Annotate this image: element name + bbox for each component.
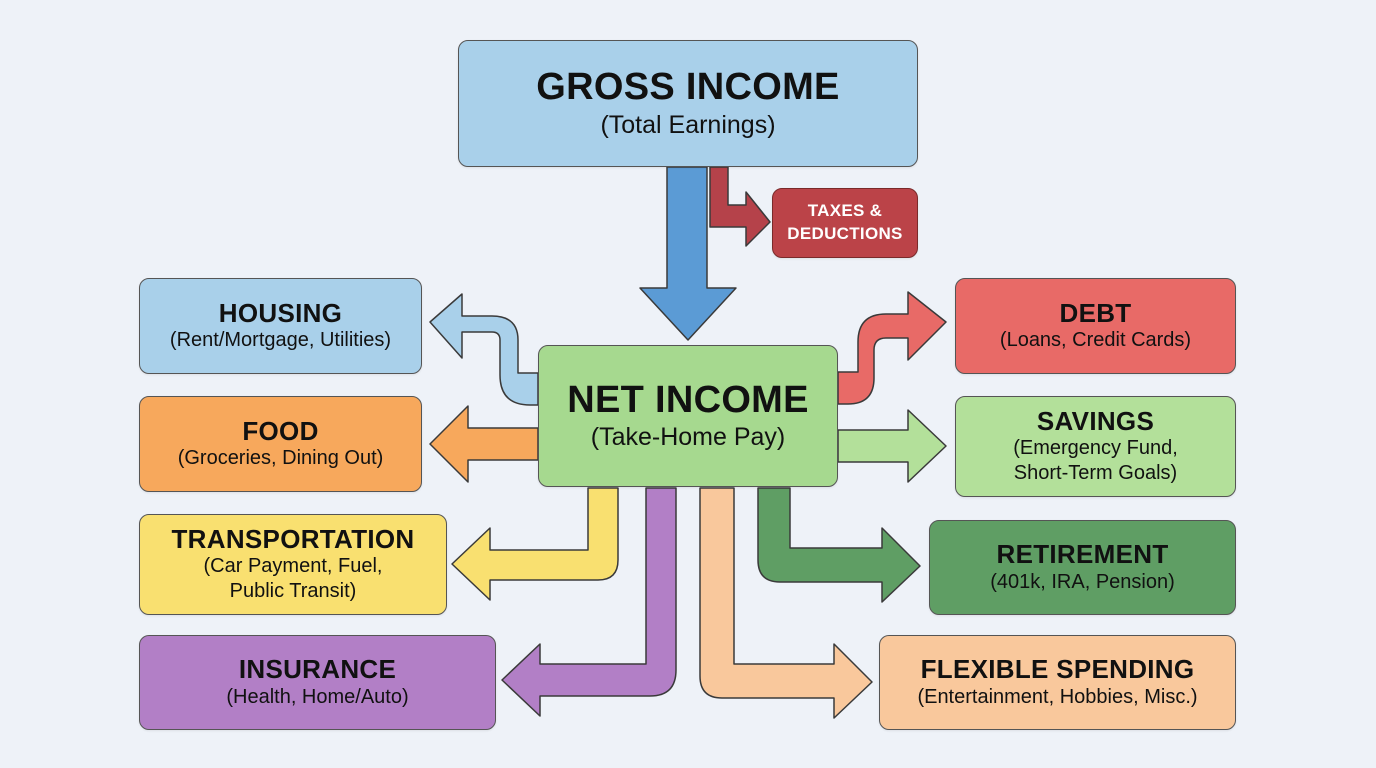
debt-box: DEBT (Loans, Credit Cards) [955,278,1236,374]
debt-title: DEBT [1059,297,1132,328]
retirement-title: RETIREMENT [996,539,1169,570]
arrow-net-to-insurance [501,487,677,717]
food-box: FOOD (Groceries, Dining Out) [139,396,422,492]
savings-box: SAVINGS (Emergency Fund, Short-Term Goal… [955,396,1236,497]
flexible-spending-title: FLEXIBLE SPENDING [920,654,1195,685]
arrow-gross-to-net [639,166,737,341]
savings-subtitle: (Emergency Fund, Short-Term Goals) [1013,437,1178,485]
arrow-net-to-transportation [451,487,619,601]
debt-subtitle: (Loans, Credit Cards) [999,329,1192,352]
gross-income-subtitle: (Total Earnings) [600,110,776,139]
arrow-net-to-flexible [699,487,873,719]
transportation-box: TRANSPORTATION (Car Payment, Fuel, Publi… [139,514,447,615]
retirement-box: RETIREMENT (401k, IRA, Pension) [929,520,1236,615]
housing-box: HOUSING (Rent/Mortgage, Utilities) [139,278,422,374]
arrow-net-to-food [429,405,539,483]
arrow-net-to-retirement [757,487,921,603]
retirement-subtitle: (401k, IRA, Pension) [990,570,1175,593]
housing-title: HOUSING [218,297,343,328]
net-income-title: NET INCOME [567,378,809,421]
food-title: FOOD [242,415,319,446]
arrow-net-to-housing [429,293,539,406]
net-income-box: NET INCOME (Take-Home Pay) [538,345,838,487]
net-income-subtitle: (Take-Home Pay) [590,423,786,452]
insurance-subtitle: (Health, Home/Auto) [226,685,409,708]
gross-income-title: GROSS INCOME [536,66,840,109]
flexible-spending-box: FLEXIBLE SPENDING (Entertainment, Hobbie… [879,635,1236,730]
taxes-deductions-title: TAXES & DEDUCTIONS [787,201,903,243]
taxes-deductions-box: TAXES & DEDUCTIONS [772,188,918,258]
arrow-net-to-debt [837,291,947,405]
arrow-gross-to-taxes [709,166,771,247]
food-subtitle: (Groceries, Dining Out) [177,447,384,470]
arrow-net-to-savings [837,409,947,483]
housing-subtitle: (Rent/Mortgage, Utilities) [169,329,392,352]
gross-income-box: GROSS INCOME (Total Earnings) [458,40,918,167]
flexible-spending-subtitle: (Entertainment, Hobbies, Misc.) [917,685,1198,708]
insurance-box: INSURANCE (Health, Home/Auto) [139,635,496,730]
transportation-title: TRANSPORTATION [171,523,415,554]
insurance-title: INSURANCE [238,654,397,685]
savings-title: SAVINGS [1036,405,1155,436]
transportation-subtitle: (Car Payment, Fuel, Public Transit) [203,555,383,603]
